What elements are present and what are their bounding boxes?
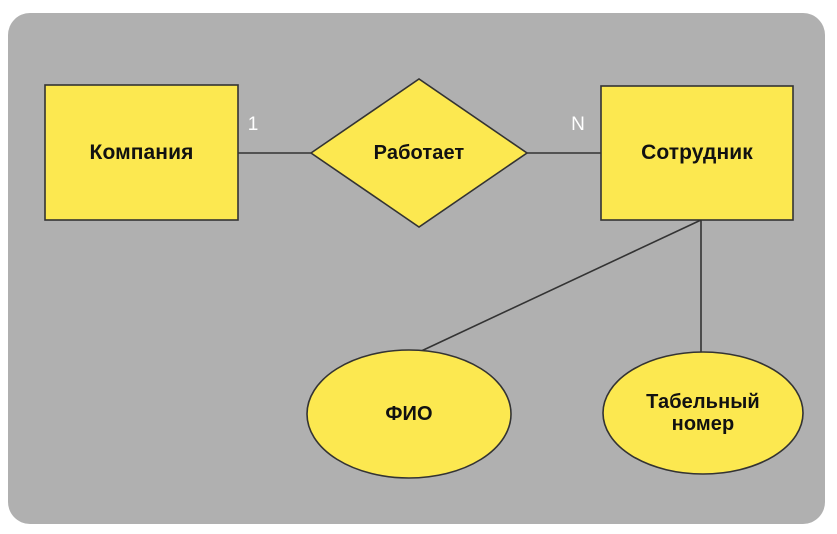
attribute-fio-shape[interactable] bbox=[306, 349, 512, 479]
cardinality-label-one: 1 bbox=[247, 114, 259, 135]
attribute-tabnum-shape[interactable] bbox=[602, 351, 804, 475]
entity-company-shape[interactable] bbox=[44, 84, 239, 221]
relationship-works-shape[interactable] bbox=[309, 78, 529, 228]
entity-employee-shape[interactable] bbox=[600, 85, 794, 221]
connector-employee-fio bbox=[416, 219, 702, 354]
cardinality-label-many: N bbox=[571, 114, 585, 135]
